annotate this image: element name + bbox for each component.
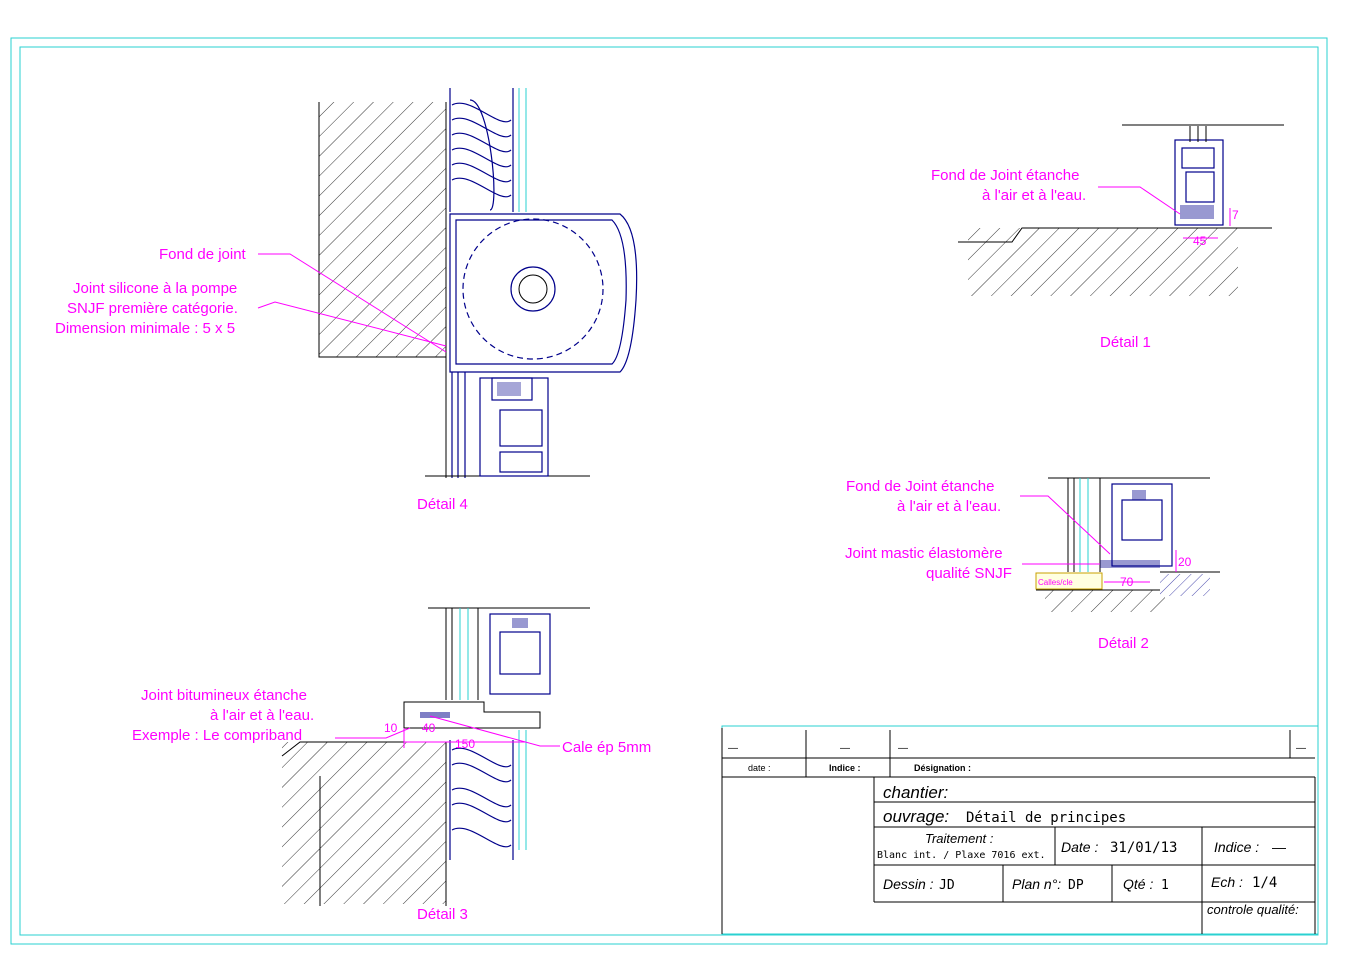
d2-dim-20: 20 <box>1178 555 1192 569</box>
col-indice: Indice : <box>829 763 861 773</box>
d3-caption: Détail 3 <box>417 906 468 923</box>
d4-caption: Détail 4 <box>417 496 468 513</box>
detail-3-drawing <box>281 607 590 906</box>
d3-dim-150: 150 <box>455 737 475 751</box>
rev-dash-3: — <box>898 743 908 754</box>
d4-fond-de-joint: Fond de joint <box>159 246 247 263</box>
dessin-value: JD <box>939 878 955 893</box>
d1-caption: Détail 1 <box>1100 334 1151 351</box>
d1-dim-7: 7 <box>1232 208 1239 222</box>
d1-label-line1: Fond de Joint étanche <box>931 167 1079 184</box>
rev-dash-1: — <box>728 743 738 754</box>
detail-4-leaders <box>257 253 447 353</box>
chantier-label: chantier: <box>883 783 948 802</box>
traitement-value: Blanc int. / Plaxe 7016 ext. <box>877 850 1046 861</box>
controle-label: controle qualité: <box>1207 902 1299 917</box>
d2-fond-line2: à l'air et à l'eau. <box>897 498 1001 515</box>
d2-fond-line1: Fond de Joint étanche <box>846 478 994 495</box>
qte-label: Qté : <box>1123 876 1153 892</box>
rev-dash-2: — <box>840 743 850 754</box>
d1-label-line2: à l'air et à l'eau. <box>982 187 1086 204</box>
traitement-label: Traitement : <box>925 831 994 846</box>
d1-dim-45: 45 <box>1193 234 1207 248</box>
d3-label-line3: Exemple : Le compriband <box>132 727 302 744</box>
detail-1-drawing <box>958 124 1284 296</box>
inner-border <box>19 46 1319 936</box>
ouvrage-label: ouvrage: <box>883 807 949 826</box>
d3-label-line2: à l'air et à l'eau. <box>210 707 314 724</box>
detail-4-drawing <box>318 88 638 478</box>
detail-2-drawing <box>1035 477 1220 612</box>
d1-leader <box>1098 186 1181 215</box>
qte-value: 1 <box>1161 878 1169 893</box>
title-block-frame <box>721 725 1319 935</box>
d3-joint-leader <box>335 727 411 739</box>
d2-cale-label: Calles/cle <box>1038 578 1073 587</box>
d3-label-line1: Joint bitumineux étanche <box>141 687 307 704</box>
ech-value: 1/4 <box>1252 875 1277 891</box>
plan-value: DP <box>1068 878 1084 893</box>
outer-border <box>10 37 1328 945</box>
dessin-label: Dessin : <box>883 876 934 892</box>
d3-dim-10: 10 <box>384 721 398 735</box>
d3-dim-40: 40 <box>422 721 436 735</box>
ouvrage-value: Détail de principes <box>966 810 1126 826</box>
col-designation: Désignation : <box>914 763 971 773</box>
d2-caption: Détail 2 <box>1098 635 1149 652</box>
date-value: 31/01/13 <box>1110 840 1177 856</box>
d3-cale-leader <box>429 715 560 747</box>
d2-mastic-line2: qualité SNJF <box>926 565 1012 582</box>
ech-label: Ech : <box>1211 874 1243 890</box>
rev-dash-4: — <box>1296 743 1306 754</box>
date-label: Date : <box>1061 839 1098 855</box>
d4-joint-line1: Joint silicone à la pompe <box>73 280 237 297</box>
col-date: date : <box>748 763 771 773</box>
d4-joint-line3: Dimension minimale : 5 x 5 <box>55 320 235 337</box>
d4-joint-line2: SNJF première catégorie. <box>67 300 238 317</box>
d2-mastic-line1: Joint mastic élastomère <box>845 545 1003 562</box>
d2-dim-70: 70 <box>1120 575 1134 589</box>
indice-value: — <box>1272 839 1286 855</box>
plan-label: Plan n°: <box>1012 876 1061 892</box>
d2-fond-leader <box>1020 495 1111 555</box>
d3-cale: Cale ép 5mm <box>562 739 651 756</box>
indice-label: Indice : <box>1214 839 1259 855</box>
